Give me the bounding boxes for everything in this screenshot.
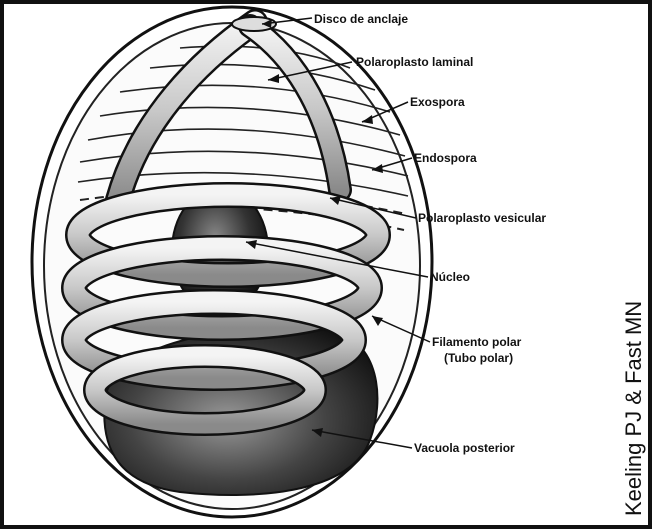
label-disco-de-anclaje: Disco de anclaje [314,12,408,26]
label-exospora: Exospora [410,95,465,109]
label-tubo-polar: (Tubo polar) [444,351,513,365]
label-vacuola-posterior: Vacuola posterior [414,441,515,455]
label-filamento-polar: Filamento polar [432,335,522,349]
label-nucleo: Núcleo [430,270,470,284]
label-polaroplasto-laminal: Polaroplasto laminal [356,55,473,69]
label-polaroplasto-vesicular: Polaroplasto vesicular [418,211,546,225]
author-credit: Keeling PJ & Fast MN [621,301,646,516]
label-endospora: Endospora [414,151,477,165]
